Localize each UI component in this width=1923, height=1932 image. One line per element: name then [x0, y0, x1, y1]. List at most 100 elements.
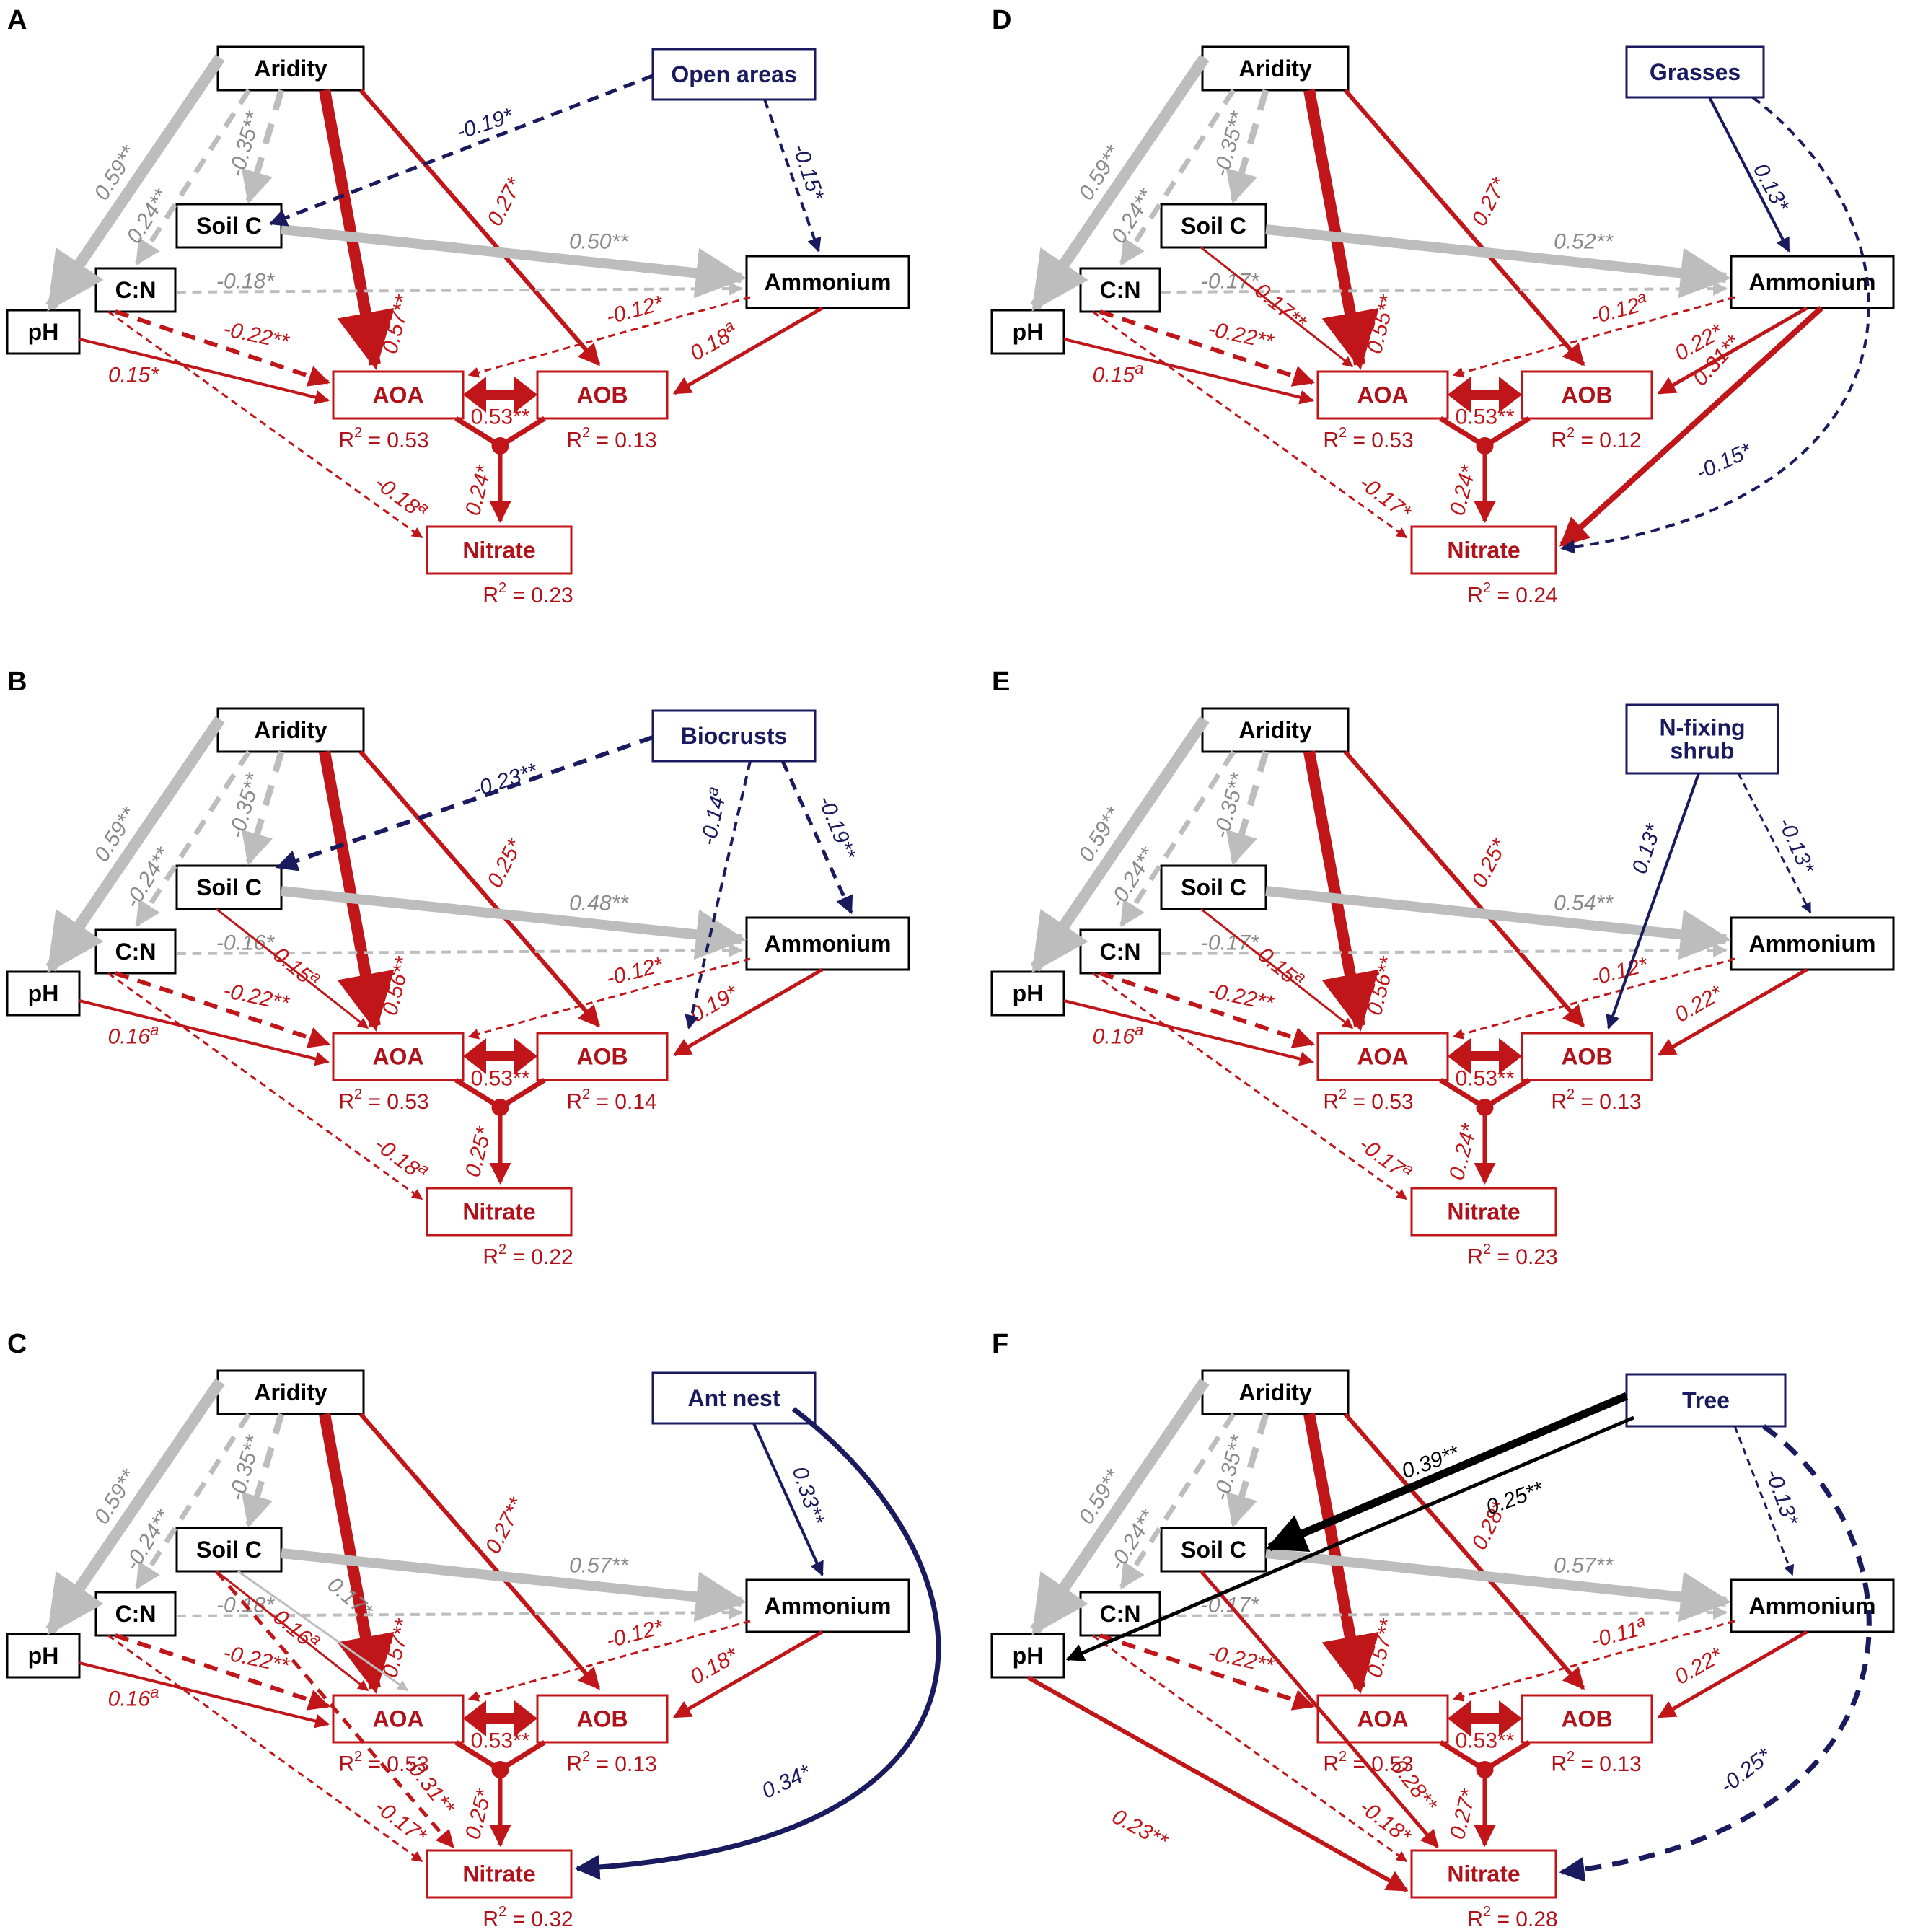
ph-node-label: pH	[28, 319, 59, 345]
special-node: Open areas	[651, 48, 817, 101]
label-soilc-aoa: 0.15a	[268, 939, 325, 993]
aob-node: AOB	[1521, 1694, 1653, 1744]
label-aoa-aob-correlation: 0.53**	[1456, 405, 1515, 429]
aoa-node: AOA	[332, 1032, 465, 1081]
ph-node-box	[6, 970, 81, 1017]
label-aoa-aob-correlation: 0.53**	[471, 1067, 530, 1091]
cn-node-box	[94, 267, 177, 313]
label-cn-ammonium: -0.17*	[1201, 931, 1259, 955]
edge-cn-nitrate	[1092, 310, 1408, 539]
edge-aridity-aoa	[1303, 1413, 1379, 1694]
edge-soilc-aoa-grey	[237, 1570, 409, 1692]
special-node-label: Grasses	[1650, 59, 1741, 85]
edge-aoa-aob-correlation	[1448, 1038, 1522, 1074]
aridity-node-label: Aridity	[1238, 56, 1312, 82]
ammonium-node-box	[745, 916, 910, 971]
edge-cn-nitrate	[1092, 1634, 1408, 1863]
edge-aoa-aob-correlation	[1448, 1700, 1522, 1736]
r2-aoa: R2 = 0.53	[338, 1749, 428, 1776]
label-aridity-aoa: 0.57**	[378, 292, 415, 356]
edge-aridity-soilc	[241, 1413, 285, 1528]
edge-aridity-cn	[135, 89, 251, 265]
soilc-node: Soil C	[1160, 1527, 1267, 1573]
label-ph-aoa: 0.16a	[108, 1683, 159, 1711]
soilc-node: Soil C	[1160, 203, 1267, 249]
special-node: Tree	[1625, 1373, 1787, 1428]
r2-aoa: R2 = 0.53	[338, 1086, 428, 1114]
soilc-node-label: Soil C	[196, 213, 262, 239]
nitrate-node: Nitrate	[1410, 1187, 1557, 1237]
label-special-ammonium: -0.13*	[1774, 814, 1819, 878]
panel-letter: D	[992, 5, 1011, 35]
edge-aridity-cn	[135, 750, 251, 927]
special-node-label: shrub	[1671, 738, 1735, 764]
r2-aoa: R2 = 0.53	[1323, 1086, 1413, 1114]
edge-soilc-nitrate	[1200, 1570, 1439, 1848]
soilc-node-box	[1160, 203, 1267, 249]
aridity-node-label: Aridity	[254, 1379, 327, 1405]
aoa-node-label: AOA	[372, 1706, 423, 1732]
cn-node-box	[1079, 928, 1161, 975]
aridity-node: Aridity	[216, 707, 365, 753]
nitrate-node: Nitrate	[1410, 1849, 1557, 1899]
edge-soilc-aoa	[216, 1570, 369, 1692]
cn-node-label: C:N	[1100, 277, 1141, 303]
cn-node-label: C:N	[115, 939, 157, 965]
label-special-nitrate: 0.34*	[758, 1760, 815, 1804]
nitrate-node-box	[426, 1849, 573, 1899]
aob-node-label: AOB	[1561, 382, 1612, 408]
label-special-ph: 0.25**	[1483, 1477, 1547, 1519]
cn-node-box	[94, 928, 177, 975]
nitrate-node: Nitrate	[426, 1849, 573, 1899]
edge-aridity-aoa	[1303, 89, 1379, 370]
ph-node-box	[990, 970, 1065, 1017]
aob-node: AOB	[536, 1032, 669, 1081]
ph-node: pH	[6, 1633, 81, 1679]
ph-node-label: pH	[1013, 1643, 1044, 1669]
soilc-node: Soil C	[1160, 864, 1267, 910]
ph-node-box	[6, 1633, 81, 1679]
label-aridity-aob: 0.25*	[483, 835, 527, 892]
edge-aridity-aoa	[1303, 750, 1379, 1032]
edge-ammonium-aoa	[467, 1620, 751, 1702]
special-node-label: Biocrusts	[681, 723, 788, 749]
special-node-box	[651, 709, 817, 763]
edge-aridity-soilc	[1225, 750, 1269, 866]
aridity-node-label: Aridity	[254, 717, 327, 743]
edge-ammonium-aob	[1657, 1630, 1808, 1719]
nitrate-node-label: Nitrate	[1447, 537, 1520, 563]
label-aridity-aob: 0.27*	[1467, 173, 1512, 230]
ammonium-node-box	[745, 255, 910, 309]
aob-node: AOB	[536, 370, 669, 420]
label-cn-nitrate: -0.18a	[370, 467, 434, 525]
edge-special-soilc	[276, 735, 654, 871]
aoa-node-box	[332, 1694, 465, 1744]
nitrate-node-label: Nitrate	[462, 537, 535, 563]
soilc-node: Soil C	[175, 203, 283, 249]
cn-node-label: C:N	[1100, 1601, 1141, 1627]
nitrate-node-label: Nitrate	[1447, 1199, 1520, 1225]
panel-letter: B	[7, 667, 27, 697]
ph-node-label: pH	[1013, 319, 1044, 345]
r2-nitrate: R2 = 0.23	[1467, 1242, 1557, 1269]
aridity-node: Aridity	[1201, 1369, 1350, 1415]
nitrate-node-box	[1410, 1187, 1557, 1237]
aob-node-label: AOB	[576, 1706, 628, 1732]
label-ph-aoa: 0.15*	[108, 364, 159, 387]
label-special-ammonium: 0.33**	[788, 1464, 829, 1528]
edge-aridity-ph	[45, 54, 225, 312]
nitrate-node: Nitrate	[426, 525, 573, 575]
label-soilc-aoa: 0.16a	[268, 1602, 325, 1656]
aridity-node-box	[216, 707, 365, 753]
special-node-box	[1625, 703, 1779, 775]
r2-aob: R2 = 0.13	[1551, 1749, 1641, 1776]
nitrate-node-label: Nitrate	[462, 1861, 535, 1887]
edge-soilc-ammonium	[281, 886, 747, 960]
label-cn-ammonium: -0.17*	[1201, 270, 1259, 294]
r2-aoa: R2 = 0.53	[1323, 1749, 1413, 1776]
edge-ammonium-aob	[672, 967, 824, 1057]
label-cn-nitrate: -0.17*	[1355, 471, 1416, 525]
r2-aob: R2 = 0.12	[1551, 425, 1641, 452]
